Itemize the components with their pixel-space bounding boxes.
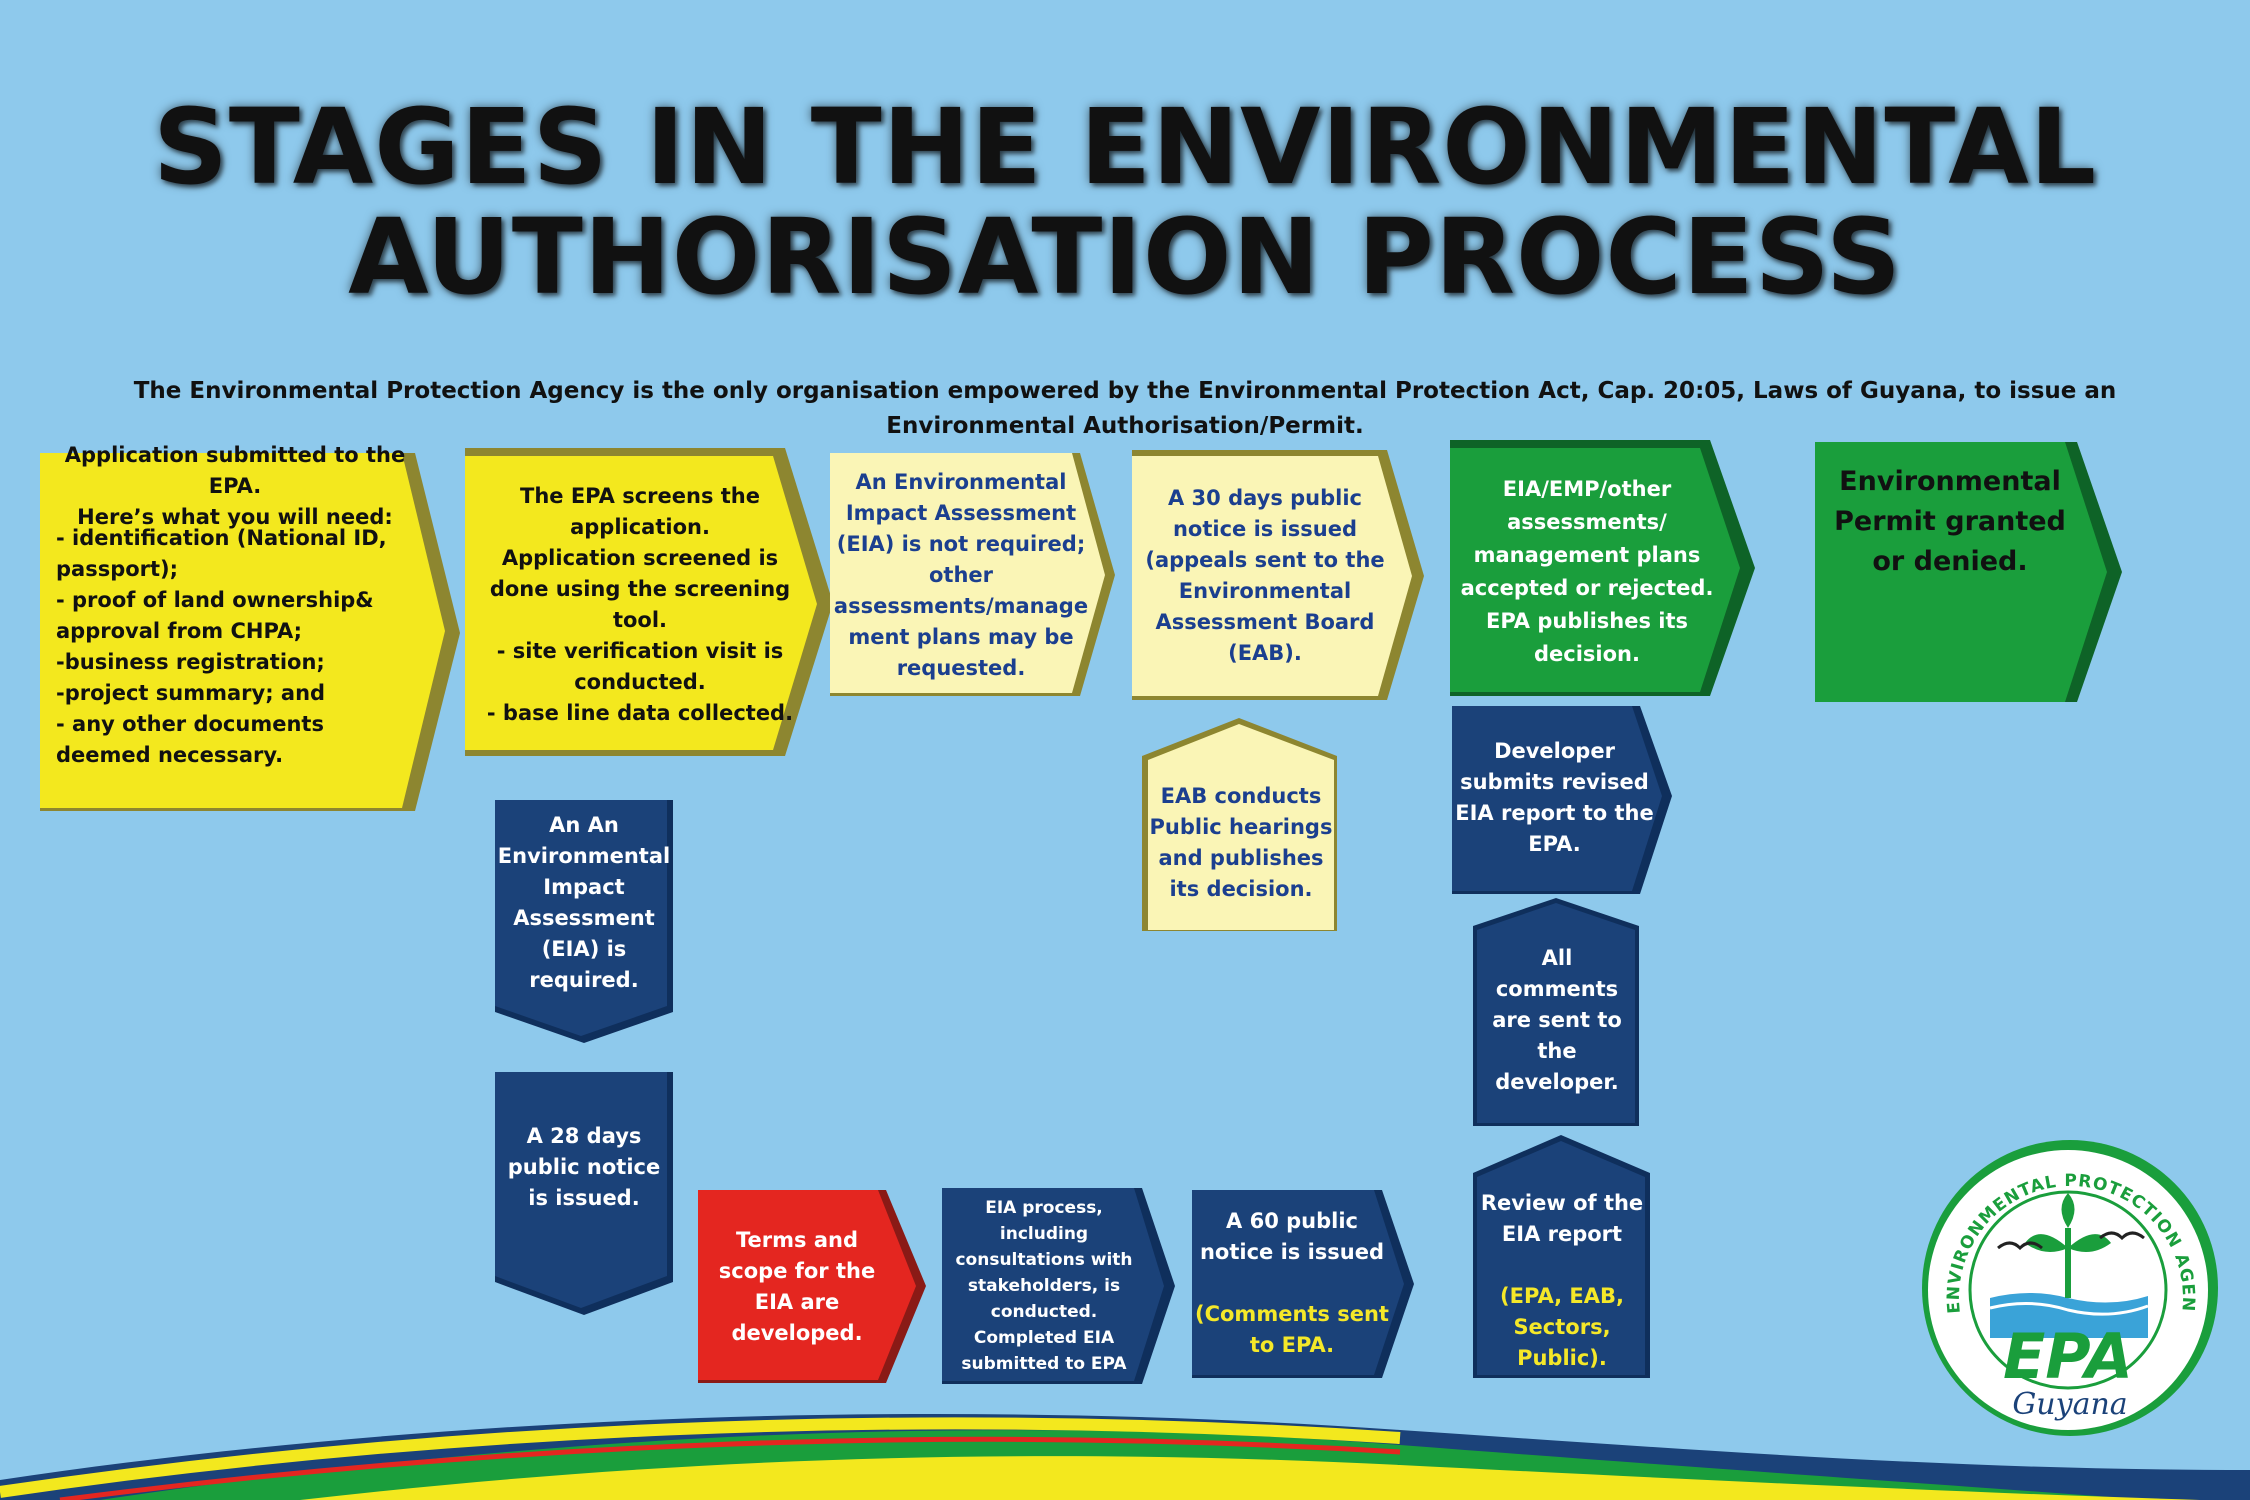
title-line-1: STAGES IN THE ENVIRONMENTAL bbox=[153, 86, 2097, 208]
arrow-right-navy bbox=[942, 1188, 1175, 1384]
notice-30-text: A 30 days public notice is issued (appea… bbox=[1145, 486, 1385, 665]
arrow-up-pale bbox=[1142, 718, 1337, 931]
arrow-up-navy bbox=[1473, 898, 1639, 1126]
notice-28-text: A 28 days public notice is issued. bbox=[507, 1123, 661, 1210]
arrow-right-red bbox=[698, 1190, 926, 1383]
arrow-down-navy bbox=[495, 800, 673, 1043]
eab-hearings-text: EAB conducts Public hearings and publish… bbox=[1149, 784, 1333, 901]
arrow-right-navy bbox=[1192, 1190, 1414, 1378]
notice-60-highlight: (Comments sent to EPA. bbox=[1195, 1301, 1389, 1357]
eia-not-required-text: An Environmental Impact Assessment (EIA)… bbox=[833, 469, 1089, 680]
arrow-up-navy bbox=[1473, 1135, 1650, 1378]
page-title: STAGES IN THE ENVIRONMENTAL AUTHORISATIO… bbox=[0, 92, 2250, 312]
arrow-right-pale bbox=[830, 453, 1115, 696]
logo-leaf-icon bbox=[2025, 1234, 2068, 1252]
notice-60-text: A 60 public notice is issued bbox=[1199, 1208, 1385, 1264]
subtitle: The Environmental Protection Agency is t… bbox=[133, 378, 2117, 439]
developer-revised-text: Developer submits revised EIA report to … bbox=[1455, 739, 1654, 856]
eia-process-text: EIA process, including consultations wit… bbox=[955, 1198, 1133, 1374]
application-requirements: - identification (National ID, passport)… bbox=[56, 526, 387, 767]
application-heading: Application submitted to the EPA. Here’s… bbox=[64, 442, 406, 529]
arrow-right-yellow bbox=[40, 453, 460, 811]
title-line-2: AUTHORISATION PROCESS bbox=[348, 196, 1902, 318]
arrow-right-green bbox=[1815, 442, 2122, 702]
epa-guyana-logo: ENVIRONMENTAL PROTECTION AGENCY, GUYANA … bbox=[1920, 1138, 2218, 1436]
logo-country: Guyana bbox=[2012, 1387, 2127, 1422]
review-highlight: (EPA, EAB, Sectors, Public). bbox=[1500, 1284, 1624, 1370]
screening-text: The EPA screens the application. Applica… bbox=[486, 484, 794, 725]
terms-scope-text: Terms and scope for the EIA are develope… bbox=[718, 1228, 876, 1345]
arrow-right-yellow bbox=[465, 448, 833, 756]
logo-bird-icon bbox=[1997, 1241, 2043, 1251]
arrow-down-navy bbox=[495, 1072, 673, 1315]
permit-text: Environmental Permit granted or denied. bbox=[1834, 466, 2066, 577]
decision-text: EIA/EMP/other assessments/ management pl… bbox=[1460, 477, 1714, 666]
eia-required-text: An An Environmental Impact Assessment (E… bbox=[497, 813, 671, 992]
arrow-right-green bbox=[1450, 440, 1755, 696]
logo-acronym: EPA bbox=[2003, 1320, 2133, 1393]
review-text: Review of the EIA report bbox=[1480, 1191, 1644, 1246]
arrow-right-pale bbox=[1132, 450, 1424, 700]
arrow-right-navy bbox=[1452, 706, 1672, 894]
comments-sent-text: All comments are sent to the developer. bbox=[1492, 945, 1622, 1094]
